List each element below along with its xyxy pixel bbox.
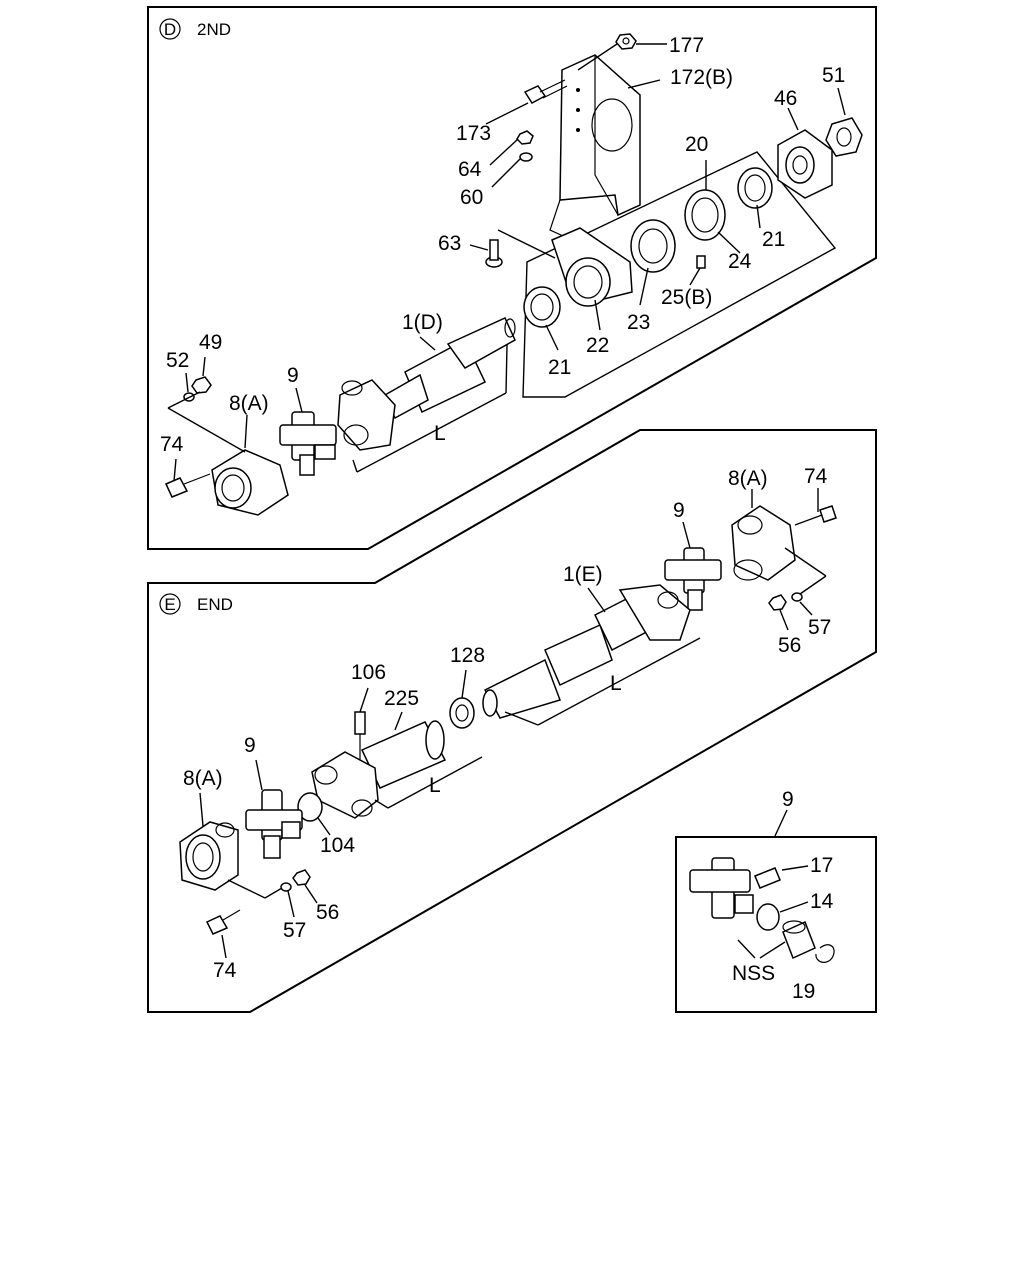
bolt-74-e-top <box>794 505 837 526</box>
callout-52: 52 <box>166 349 189 372</box>
callout-20: 20 <box>685 133 708 156</box>
seal-104 <box>297 792 323 822</box>
nut-56-e <box>292 869 311 886</box>
companion-flange-46 <box>777 129 833 199</box>
leader-lines <box>173 79 819 959</box>
seal-21-lower <box>523 286 561 328</box>
bearing-23 <box>630 219 676 273</box>
dimension-line-e1 <box>504 637 701 726</box>
ring-24 <box>684 189 726 241</box>
inset-grease-nipple-17 <box>754 867 781 889</box>
callout-177: 177 <box>669 34 704 57</box>
callout-60: 60 <box>460 186 483 209</box>
inset-bearing-cup <box>782 920 816 960</box>
callout-74-e-top: 74 <box>804 465 828 488</box>
bolt-74-d <box>164 473 211 498</box>
section-d-badge-letter: D <box>164 20 176 39</box>
callout-74-e: 74 <box>213 959 237 982</box>
section-d-title: 2ND <box>197 20 231 39</box>
dimension-label-e1: L <box>610 672 622 695</box>
bolt-173 <box>523 79 568 104</box>
callout-49: 49 <box>199 331 222 354</box>
section-d-badge: D <box>159 18 181 40</box>
callout-9-e-top: 9 <box>673 499 685 522</box>
callout-17: 17 <box>810 854 833 877</box>
callout-63: 63 <box>438 232 461 255</box>
propeller-shaft-1d <box>337 317 516 451</box>
callout-225: 225 <box>384 687 419 710</box>
callout-9-inset: 9 <box>782 788 794 811</box>
callout-1d: 1(D) <box>402 311 443 334</box>
section-e-title: END <box>197 595 233 614</box>
callout-51: 51 <box>822 64 845 87</box>
section-e-badge-letter: E <box>164 595 175 614</box>
grease-fitting-25b <box>696 255 706 269</box>
bearing-group-bracket <box>522 151 837 398</box>
flange-yoke-8a-d <box>211 449 289 516</box>
callout-22: 22 <box>586 334 609 357</box>
washer-57-e <box>280 882 292 892</box>
callout-74-d: 74 <box>160 433 184 456</box>
flange-yoke-8a-e-top <box>731 505 796 581</box>
callout-1e: 1(E) <box>563 563 603 586</box>
callout-8a-e-left: 8(A) <box>183 767 223 790</box>
slip-yoke-225 <box>311 720 447 819</box>
callout-14: 14 <box>810 890 834 913</box>
nut-51 <box>825 117 863 157</box>
callout-57-e: 57 <box>283 919 306 942</box>
center-bearing-bracket <box>549 54 641 241</box>
callout-56-top: 56 <box>778 634 801 657</box>
callout-128: 128 <box>450 644 485 667</box>
callout-21-upper: 21 <box>762 228 785 251</box>
callout-172b: 172(B) <box>670 66 733 89</box>
seal-21-upper <box>737 167 773 209</box>
nut-56-top <box>768 594 787 611</box>
section-d-frame <box>147 6 877 550</box>
callout-64: 64 <box>458 158 482 181</box>
nut-177 <box>615 33 637 50</box>
callout-56-e: 56 <box>316 901 339 924</box>
section-e-frame <box>147 429 877 1013</box>
ring-128 <box>449 697 475 729</box>
propeller-shaft-1e <box>482 584 691 719</box>
dimension-label-d: L <box>434 422 446 445</box>
inset-snap-ring-19 <box>815 944 835 963</box>
callout-104: 104 <box>320 834 355 857</box>
callout-21-lower: 21 <box>548 356 571 379</box>
universal-joint-9-e-top <box>664 547 722 611</box>
callout-19: 19 <box>792 980 815 1003</box>
inset-universal-joint <box>689 857 754 919</box>
callout-24: 24 <box>728 250 752 273</box>
callout-8a-d: 8(A) <box>229 392 269 415</box>
callout-9-d: 9 <box>287 364 299 387</box>
callout-106: 106 <box>351 661 386 684</box>
dimension-line-d <box>352 344 508 473</box>
inset-box <box>675 836 877 1013</box>
callout-nss: NSS <box>732 962 775 985</box>
callout-23: 23 <box>627 311 650 334</box>
universal-joint-9-e-left <box>245 789 303 859</box>
inset-seal-14 <box>756 903 780 931</box>
bolt-74-e <box>205 909 241 935</box>
section-e-badge: E <box>159 593 181 615</box>
dimension-label-e2: L <box>429 774 441 797</box>
washer-57-top <box>791 592 803 602</box>
callout-9-e-left: 9 <box>244 734 256 757</box>
bolt-63 <box>485 239 503 268</box>
washer-60 <box>519 152 533 162</box>
dimension-line-e2 <box>374 756 483 809</box>
flange-yoke-8a-e-left <box>179 821 239 891</box>
callout-173: 173 <box>456 122 491 145</box>
callout-8a-e-top: 8(A) <box>728 467 768 490</box>
bearing-cushion-22 <box>551 227 633 307</box>
callout-57-top: 57 <box>808 616 831 639</box>
universal-joint-9-d <box>279 411 337 476</box>
callout-46: 46 <box>774 87 797 110</box>
nut-49 <box>191 376 212 394</box>
nut-64 <box>516 130 534 145</box>
callout-25b: 25(B) <box>661 286 712 309</box>
